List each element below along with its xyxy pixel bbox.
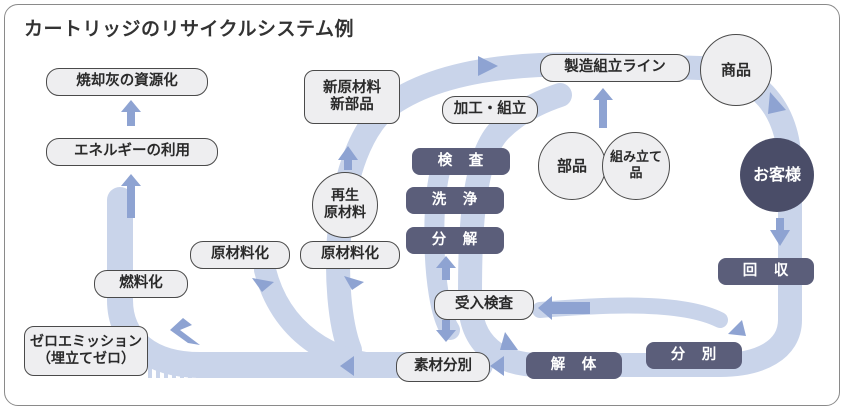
node-ash-resource: 焼却灰の資源化 [46, 68, 208, 96]
arrow-to-acceptance [538, 296, 590, 320]
middle-loop-band [254, 259, 401, 376]
node-zero-emission: ゼロエミッション （埋立てゼロ） [24, 326, 148, 376]
node-energy-use: エネルギーの利用 [46, 138, 218, 166]
arrow-left-material [340, 356, 354, 376]
node-customer: お客様 [740, 138, 814, 212]
arrow-to-sorting [728, 320, 746, 336]
node-recycled-material: 再生 原材料 [312, 172, 378, 238]
node-assembled-parts: 組み立て 品 [602, 132, 670, 200]
diagram-title: カートリッジのリサイクルシステム例 [24, 18, 354, 40]
node-inspection: 検 査 [412, 148, 510, 175]
arrow-left-from-dismantling [490, 356, 504, 376]
node-cleaning: 洗 浄 [406, 187, 504, 214]
flow-arrows [121, 56, 790, 376]
zero-emission-stripes [148, 352, 208, 378]
arrow-up-new-material [338, 146, 358, 170]
arrow-down-material [436, 320, 456, 342]
node-parts: 部品 [538, 132, 606, 200]
node-disassembly: 分 解 [406, 227, 504, 254]
node-processing: 加工・組立 [442, 96, 538, 124]
arrow-to-collection [770, 218, 790, 246]
node-sorting: 分 別 [646, 342, 742, 369]
node-raw-material-left: 原材料化 [190, 241, 290, 269]
node-product: 商品 [700, 34, 772, 106]
arrow-raw-right [344, 276, 364, 290]
arrow-raw-left [252, 278, 274, 292]
node-raw-material-right: 原材料化 [300, 241, 400, 269]
node-acceptance: 受入検査 [434, 290, 534, 320]
arrow-up-2 [121, 174, 141, 218]
arrow-to-fuel [170, 318, 200, 345]
node-new-material: 新原材料 新部品 [304, 70, 400, 124]
node-production-line: 製造組立ライン [540, 54, 690, 82]
arrow-to-customer [768, 92, 786, 114]
node-dismantling: 解 体 [526, 352, 622, 379]
node-collection: 回 収 [718, 258, 814, 285]
arrow-up-parts [593, 88, 613, 128]
arrow-to-dismantling [500, 332, 518, 350]
arrow-up-1 [121, 100, 141, 126]
node-fuel: 燃料化 [94, 270, 188, 298]
arrow-up-disassembly [436, 256, 456, 280]
arrow-top-right [478, 56, 498, 76]
node-material-sorting: 素材分別 [396, 352, 490, 382]
